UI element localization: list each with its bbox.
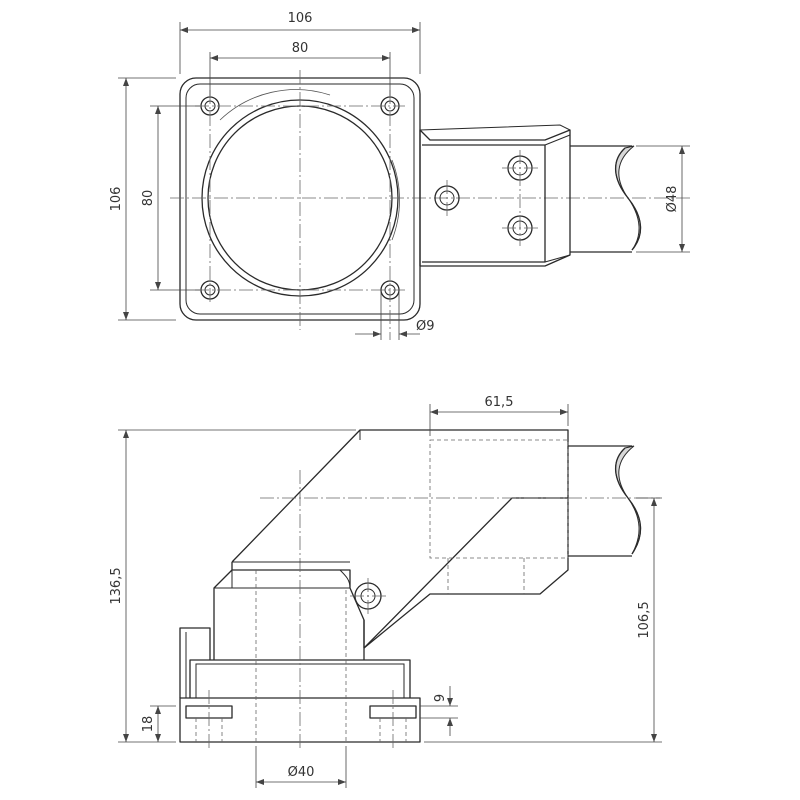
dim-nut-height: 9 (420, 686, 458, 736)
dim-bore-40: Ø40 (255, 746, 347, 788)
dim-total-height: 136,5 (109, 429, 356, 743)
dim-axis-height: 106,5 (424, 497, 662, 743)
svg-text:Ø9: Ø9 (416, 319, 435, 334)
svg-text:106,5: 106,5 (637, 601, 652, 638)
mid-block (213, 470, 365, 748)
dim-height-106: 106 (109, 77, 176, 321)
base-nuts (185, 690, 417, 748)
bore-arc (219, 89, 331, 121)
svg-text:80: 80 (141, 190, 156, 207)
svg-text:Ø40: Ø40 (288, 765, 315, 780)
svg-text:Ø48: Ø48 (665, 186, 680, 213)
dim-height-80: 80 (141, 105, 200, 291)
side-view: 61,5 136,5 106,5 18 9 (109, 395, 662, 788)
clamp-body-top (419, 124, 571, 267)
angled-housing (231, 429, 569, 649)
dim-width-106: 106 (179, 11, 421, 74)
svg-text:80: 80 (292, 41, 309, 56)
pipe-top (570, 145, 642, 253)
top-view: 106 80 106 80 Ø9 (109, 11, 690, 340)
svg-text:9: 9 (433, 694, 448, 702)
svg-text:61,5: 61,5 (485, 395, 514, 410)
dim-base-height: 18 (141, 705, 176, 742)
dim-width-80: 80 (209, 41, 391, 96)
svg-text:136,5: 136,5 (109, 567, 124, 604)
pipe-side (260, 445, 660, 557)
svg-text:106: 106 (288, 11, 313, 26)
dim-pipe-length: 61,5 (429, 395, 569, 436)
dim-pipe-48: Ø48 (636, 145, 690, 253)
svg-text:106: 106 (109, 187, 124, 212)
svg-text:18: 18 (141, 716, 156, 733)
dim-hole-9: Ø9 (355, 290, 435, 340)
